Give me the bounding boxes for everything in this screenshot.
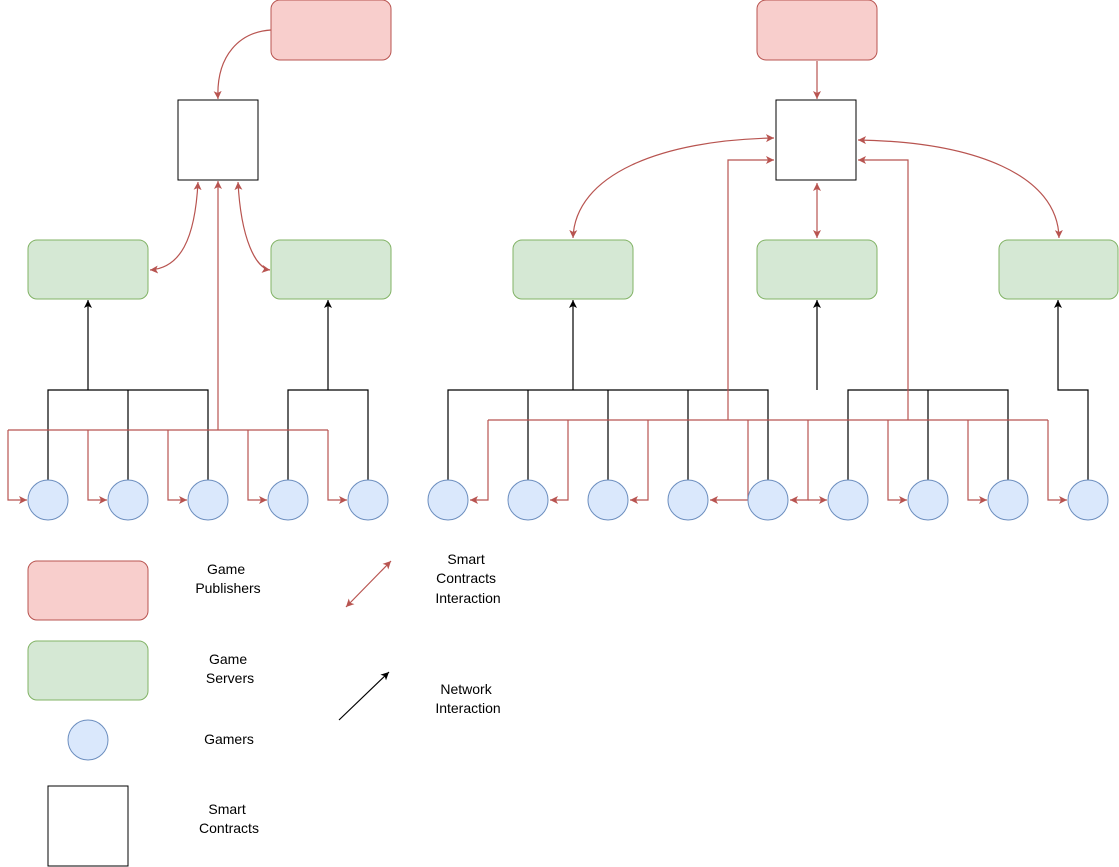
contract-arrow-right-gamer-7 bbox=[887, 420, 907, 504]
legend-server-swatch bbox=[27, 640, 149, 701]
legend-publisher-swatch bbox=[27, 560, 149, 621]
left-gamer-3 bbox=[187, 479, 229, 521]
right-server-1 bbox=[512, 239, 634, 300]
legend-contracts-label: Smart Contracts bbox=[199, 801, 259, 836]
right-gamer-3 bbox=[587, 479, 629, 521]
right-gamers-to-server-1-tree bbox=[447, 389, 769, 480]
contract-server-2-link bbox=[234, 181, 271, 273]
left-server-2 bbox=[270, 239, 392, 300]
right-gamer-2 bbox=[507, 479, 549, 521]
legend-contracts-line-1: Smart bbox=[208, 801, 245, 817]
left-gamers-to-server-1-tree bbox=[47, 389, 209, 480]
legend-servers-line-2: Servers bbox=[206, 670, 254, 686]
contract-arrow-gamer-1 bbox=[7, 430, 27, 504]
legend-sci-line-1: Smart bbox=[447, 551, 484, 567]
right-network bbox=[427, 0, 1119, 521]
left-network-lines bbox=[47, 300, 369, 480]
legend-sci-line-2: Contracts bbox=[436, 570, 496, 586]
legend-ni-line-1: Network bbox=[440, 681, 492, 697]
contract-arrow-right-gamer-4 bbox=[710, 420, 749, 504]
left-gamer-1 bbox=[27, 479, 69, 521]
legend-contract-swatch bbox=[47, 785, 129, 867]
legend-network-interaction-label: Network Interaction bbox=[435, 681, 500, 716]
legend-publishers-line-1: Game bbox=[207, 561, 245, 577]
left-smart-contract bbox=[177, 99, 259, 181]
network-arrow-right-server-3 bbox=[1054, 300, 1089, 480]
right-gamer-5 bbox=[747, 479, 789, 521]
contract-arrow-gamer-5 bbox=[327, 430, 347, 504]
contract-arrow-right-gamer-5 bbox=[790, 420, 809, 504]
right-network-lines bbox=[447, 300, 1089, 480]
right-gamer-1 bbox=[427, 479, 469, 521]
left-contract-lines bbox=[7, 29, 347, 504]
contract-arrow-gamer-4 bbox=[247, 430, 267, 504]
left-gamer-2 bbox=[107, 479, 149, 521]
right-gamer-7 bbox=[907, 479, 949, 521]
left-gamer-5 bbox=[347, 479, 389, 521]
legend-ni-line-2: Interaction bbox=[435, 700, 500, 716]
legend: Game Publishers Game Servers Gamers Smar… bbox=[27, 551, 501, 867]
contract-arrow-right-gamer-1 bbox=[470, 420, 489, 504]
legend-smart-contract-arrow bbox=[345, 560, 392, 608]
contract-server-1-link bbox=[149, 181, 202, 274]
right-gamer-4 bbox=[667, 479, 709, 521]
legend-servers-label: Game Servers bbox=[206, 651, 254, 686]
right-server-2 bbox=[756, 239, 878, 300]
right-publisher bbox=[756, 0, 878, 61]
contract-right-server-1-link bbox=[569, 134, 775, 239]
contract-arrow-right-gamer-2 bbox=[550, 420, 569, 504]
right-server-3 bbox=[998, 239, 1119, 300]
legend-publishers-line-2: Publishers bbox=[195, 580, 260, 596]
left-gamer-4 bbox=[267, 479, 309, 521]
legend-sci-line-3: Interaction bbox=[435, 590, 500, 606]
legend-contracts-line-2: Contracts bbox=[199, 820, 259, 836]
legend-network-arrow bbox=[338, 671, 390, 721]
right-contract-lines bbox=[470, 61, 1067, 504]
legend-gamers-line-1: Gamers bbox=[204, 731, 254, 747]
right-smart-contract bbox=[775, 99, 857, 181]
right-gamer-6 bbox=[827, 479, 869, 521]
legend-servers-line-1: Game bbox=[209, 651, 247, 667]
right-gamer-8 bbox=[987, 479, 1029, 521]
legend-gamers-label: Gamers bbox=[204, 731, 254, 747]
left-publisher bbox=[270, 0, 392, 61]
contract-arrow-gamer-3 bbox=[167, 430, 187, 504]
legend-gamer-swatch bbox=[67, 719, 109, 761]
legend-publishers-label: Game Publishers bbox=[195, 561, 260, 596]
contract-arrow-right-gamer-8 bbox=[967, 420, 987, 504]
right-gamers-to-server-2-tree bbox=[847, 389, 1009, 480]
contract-arrow-right-gamer-3 bbox=[630, 420, 649, 504]
publisher-to-contract-link bbox=[213, 29, 272, 100]
left-server-1 bbox=[27, 239, 149, 300]
contract-arrow-gamer-2 bbox=[87, 430, 107, 504]
right-gamer-9 bbox=[1067, 479, 1109, 521]
legend-smart-contract-interaction-label: Smart Contracts Interaction bbox=[435, 551, 500, 606]
left-network bbox=[7, 0, 392, 521]
contract-arrow-right-gamer-9 bbox=[1047, 420, 1067, 504]
contract-right-server-3-link bbox=[857, 136, 1063, 239]
